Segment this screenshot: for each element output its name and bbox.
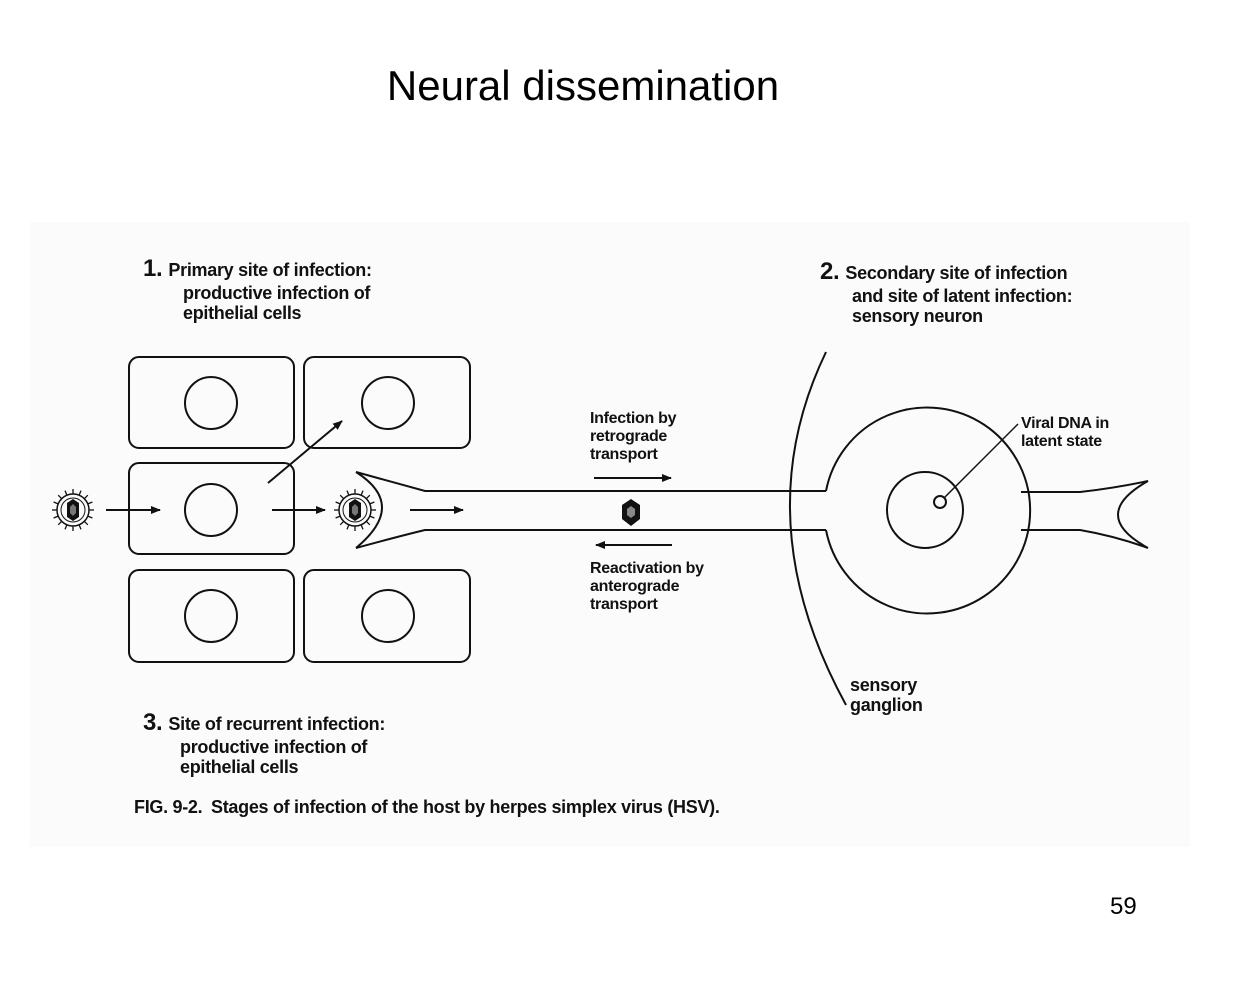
retrograde-line3: transport [590,445,658,463]
retrograde-label: Infection by retrograde transport [590,410,676,464]
caption-prefix: FIG. 9-2. [134,797,203,817]
virion-icon [333,488,377,532]
cell-nucleus [184,483,238,537]
stage2-line1: Secondary site of infection [845,263,1068,283]
slide-title: Neural dissemination [386,62,780,109]
epithelial-cell [303,569,471,663]
page-number: 59 [1110,893,1137,920]
stage1-line1: Primary site of infection: [168,260,372,280]
infection-arrows [106,420,672,549]
viral-dna-pointer [943,423,1019,499]
stage1-label: 1.Primary site of infection: productive … [143,255,372,324]
epithelial-cell [128,356,295,449]
ganglion-line2: ganglion [850,695,923,716]
caption-text: Stages of infection of the host by herpe… [211,797,720,817]
axon-lower-edge [355,529,826,549]
stage3-label: 3.Site of recurrent infection: productiv… [143,709,386,778]
viral-dna-line1: Viral DNA in [1021,415,1109,432]
capsid-icon [622,499,640,526]
retrograde-line2: retrograde [590,427,668,445]
ganglion-boundary [788,351,847,706]
axon-terminal [355,471,383,549]
virion-icon [51,488,95,532]
figure-panel [30,222,1190,847]
anterograde-label: Reactivation by anterograde transport [590,560,704,614]
epithelial-cell-infected [128,462,295,555]
ganglion-line1: sensory [850,675,917,695]
stage3-number: 3. [143,709,163,736]
epithelial-cells [128,356,471,663]
cell-nucleus [361,376,415,430]
stage2-line3: sensory neuron [852,306,983,327]
axon-upper-edge [355,471,826,492]
anterograde-line2: anterograde [590,577,680,595]
stage3-line2: productive infection of [180,736,368,757]
epithelial-cell [128,569,295,663]
stage1-line2: productive infection of [183,282,371,303]
cell-nucleus [184,589,238,643]
viral-dna-line2: latent state [1021,432,1102,450]
viral-dna-label: Viral DNA in latent state [1021,415,1109,451]
stage1-number: 1. [143,255,163,282]
stage2-number: 2. [820,258,840,285]
stage2-line2: and site of latent infection: [852,285,1073,306]
arrow-icon [267,420,343,484]
stage1-line3: epithelial cells [183,303,302,324]
sensory-neuron [355,351,1149,706]
anterograde-line1: Reactivation by [590,560,704,577]
retrograde-line1: Infection by [590,410,677,427]
ganglion-label: sensory ganglion [850,675,923,715]
viral-dna-dot [933,495,947,509]
stage3-line3: epithelial cells [180,757,299,778]
anterograde-line3: transport [590,595,658,613]
neuron-cell-body [825,406,1032,615]
figure-caption: FIG. 9-2. Stages of infection of the hos… [134,797,720,817]
neuron-nucleus [886,471,964,549]
stage3-line1: Site of recurrent infection: [168,714,386,734]
cell-nucleus [184,376,238,430]
stage2-label: 2.Secondary site of infection and site o… [820,258,1073,327]
cell-nucleus [361,589,415,643]
epithelial-cell [303,356,471,449]
dendrite [1021,480,1149,549]
